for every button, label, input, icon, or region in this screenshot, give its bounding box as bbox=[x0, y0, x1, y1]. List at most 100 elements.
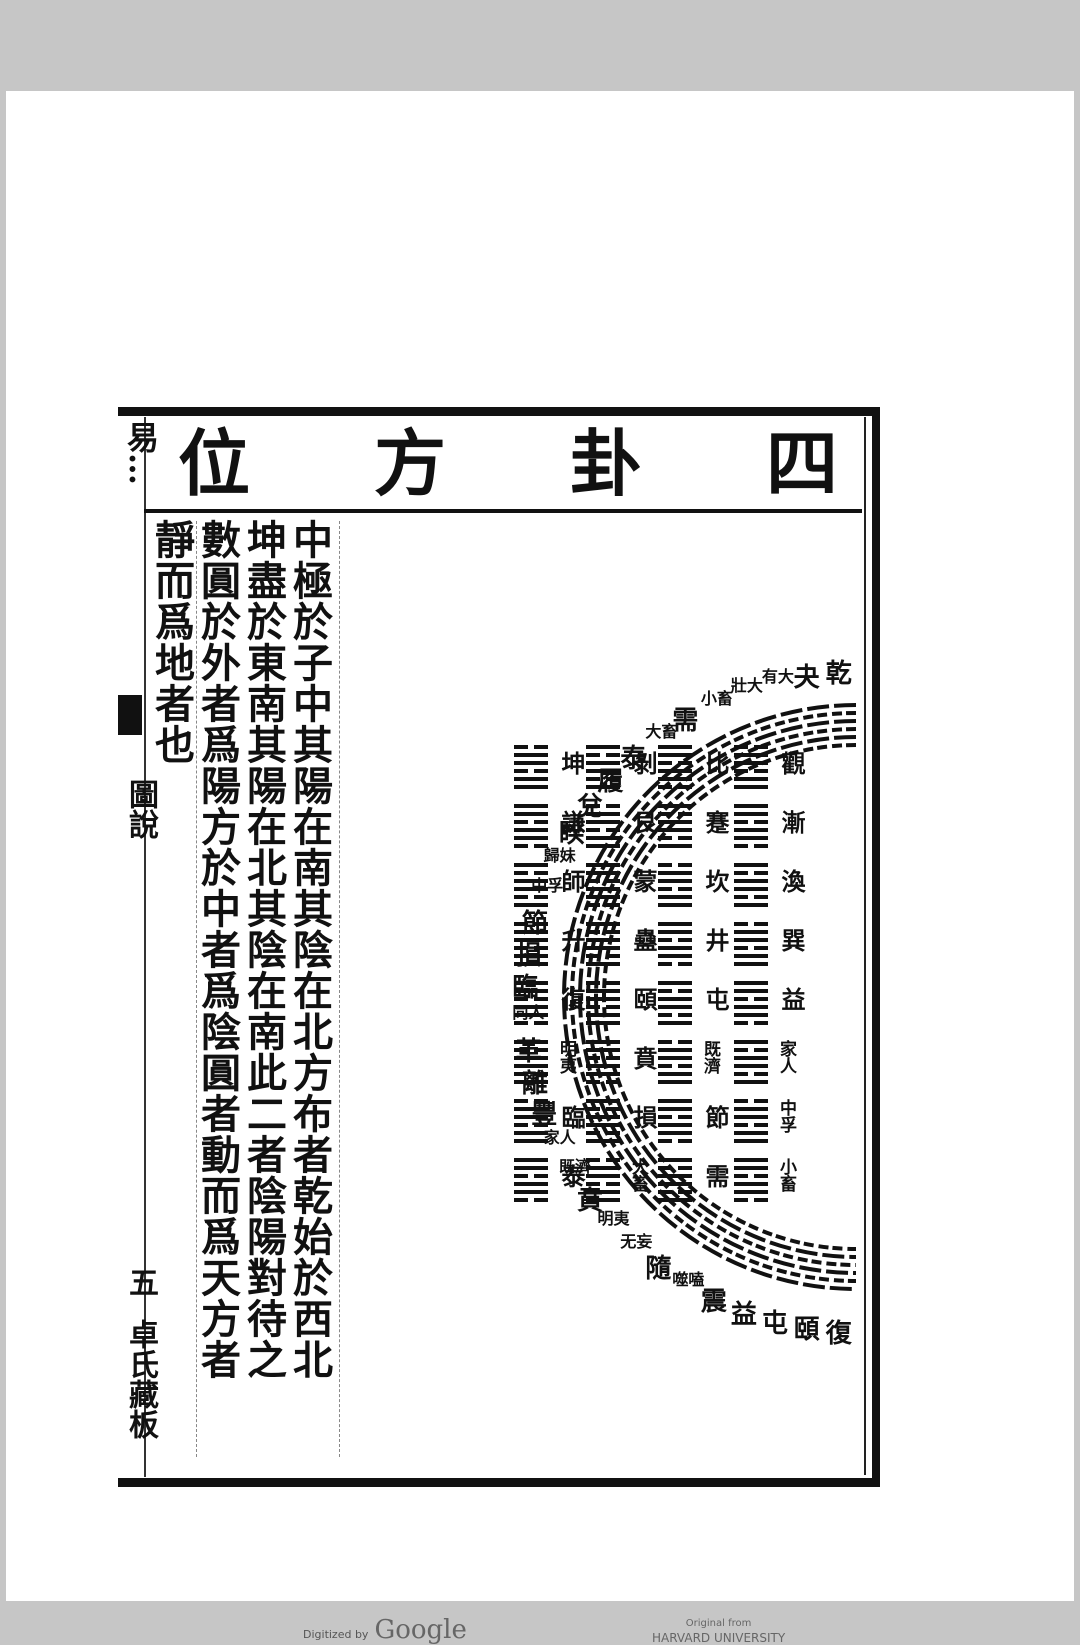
hexagram-line bbox=[734, 1048, 768, 1052]
grid-hexagram-label: 賁 bbox=[629, 1046, 658, 1070]
hexagram-line bbox=[586, 981, 620, 985]
ring-line bbox=[578, 719, 857, 1275]
margin-page-number: 五 bbox=[123, 1267, 158, 1297]
margin-section: 圖說 bbox=[123, 779, 158, 839]
hexagram-line bbox=[734, 1174, 768, 1178]
hexagram-line bbox=[658, 962, 692, 966]
grid-hexagram-label: 屯 bbox=[701, 987, 730, 1011]
digitized-prefix: Digitized by bbox=[303, 1628, 369, 1641]
hexagram-line bbox=[514, 903, 548, 907]
hexagram-line bbox=[514, 1123, 548, 1127]
grid-hexagram-symbol bbox=[586, 1099, 620, 1145]
grid-hexagram-label: 觀 bbox=[777, 751, 806, 775]
hexagram-line bbox=[514, 1182, 548, 1186]
hexagram-line bbox=[658, 1048, 692, 1052]
hexagram-line bbox=[514, 1072, 548, 1076]
grid-hexagram-symbol bbox=[658, 745, 692, 791]
hexagram-line bbox=[586, 863, 620, 867]
hexagram-line bbox=[658, 785, 692, 789]
hexagram-line bbox=[658, 769, 692, 773]
hexagram-line bbox=[586, 1182, 620, 1186]
hexagram-line bbox=[658, 1115, 692, 1119]
hexagram-line bbox=[734, 844, 768, 848]
original-credit: Original from HARVARD UNIVERSITY bbox=[652, 1617, 785, 1645]
grid-hexagram-symbol bbox=[734, 981, 768, 1027]
grid-hexagram-symbol bbox=[658, 863, 692, 909]
grid-hexagram-label: 坤 bbox=[557, 751, 586, 775]
hexagram-line bbox=[734, 981, 768, 985]
hexagram-line bbox=[514, 761, 548, 765]
title-rule bbox=[144, 509, 862, 513]
grid-hexagram-label: 既濟 bbox=[700, 1040, 720, 1074]
hexagram-line bbox=[734, 1080, 768, 1084]
hexagram-line bbox=[658, 828, 692, 832]
hexagram-line bbox=[658, 938, 692, 942]
hexagram-line bbox=[586, 1048, 620, 1052]
grid-hexagram-label: 頤 bbox=[629, 987, 658, 1011]
hexagram-line bbox=[658, 954, 692, 958]
grid-hexagram-label: 井 bbox=[701, 928, 730, 952]
hexagram-line bbox=[734, 1115, 768, 1119]
ring-hexagram-label: 小畜 bbox=[700, 688, 733, 708]
hexagram-line bbox=[658, 989, 692, 993]
grid-hexagram-label: 蠱 bbox=[629, 928, 658, 952]
ring-hexagram-label: 頤 bbox=[793, 1315, 820, 1346]
hexagram-line bbox=[586, 1131, 620, 1135]
hexagram-line bbox=[734, 863, 768, 867]
body-column-1: 中極於子中其陽在南其陰在北方布者乾始於西北 bbox=[286, 519, 333, 1380]
grid-hexagram-label: 艮 bbox=[629, 810, 658, 834]
hexagram-line bbox=[734, 1158, 768, 1162]
ring-line bbox=[570, 711, 857, 1283]
hexagram-line bbox=[586, 761, 620, 765]
hexagram-line bbox=[658, 820, 692, 824]
hexagram-line bbox=[586, 954, 620, 958]
grid-hexagram-label: 大畜 bbox=[628, 1158, 648, 1192]
hexagram-line bbox=[586, 962, 620, 966]
hexagram-line bbox=[734, 769, 768, 773]
hexagram-line bbox=[658, 1166, 692, 1170]
ring-hexagram-label: 明夷 bbox=[597, 1208, 630, 1228]
hexagram-line bbox=[514, 1048, 548, 1052]
hexagram-line bbox=[514, 954, 548, 958]
hexagram-line bbox=[514, 844, 548, 848]
grid-hexagram-symbol bbox=[586, 922, 620, 968]
grid-hexagram-label: 復 bbox=[557, 987, 586, 1011]
hexagram-line bbox=[586, 844, 620, 848]
margin-rule bbox=[144, 417, 146, 1477]
hexagram-line bbox=[658, 1139, 692, 1143]
hexagram-line bbox=[734, 989, 768, 993]
body-column-4: 靜而爲地者也 bbox=[148, 519, 195, 765]
hexagram-line bbox=[514, 938, 548, 942]
hexagram-line bbox=[734, 1131, 768, 1135]
original-from: Original from bbox=[685, 1618, 752, 1629]
grid-hexagram-label: 剝 bbox=[629, 751, 658, 775]
hexagram-line bbox=[658, 930, 692, 934]
hexagram-line bbox=[514, 1080, 548, 1084]
hexagram-line bbox=[734, 895, 768, 899]
hexagram-line bbox=[514, 863, 548, 867]
ring-hexagram-label: 既濟 bbox=[558, 1156, 591, 1176]
grid-hexagram-label: 中孚 bbox=[776, 1099, 796, 1133]
hexagram-line bbox=[734, 1064, 768, 1068]
grid-hexagram-symbol bbox=[514, 804, 548, 850]
hexagram-line bbox=[734, 871, 768, 875]
grid-hexagram-label: 泰 bbox=[557, 1164, 586, 1188]
hexagram-line bbox=[658, 1072, 692, 1076]
hexagram-line bbox=[734, 828, 768, 832]
hexagram-line bbox=[586, 922, 620, 926]
hexagram-line bbox=[658, 1158, 692, 1162]
scanned-page: 四 卦 方 位 易… 圖說 五 卓氏藏板 中極於子中其陽在南其陰在北方布者乾始於… bbox=[6, 91, 1074, 1645]
hexagram-line bbox=[514, 1056, 548, 1060]
hexagram-line bbox=[734, 1005, 768, 1009]
hexagram-line bbox=[734, 836, 768, 840]
hexagram-line bbox=[514, 922, 548, 926]
hexagram-line bbox=[658, 836, 692, 840]
hexagram-line bbox=[734, 997, 768, 1001]
ring-line bbox=[562, 703, 857, 1291]
hexagram-line bbox=[658, 1190, 692, 1194]
hexagram-line bbox=[514, 777, 548, 781]
grid-hexagram-symbol bbox=[734, 922, 768, 968]
hexagram-line bbox=[514, 1190, 548, 1194]
title-char: 卦 bbox=[569, 421, 642, 506]
hexagram-line bbox=[734, 1198, 768, 1202]
